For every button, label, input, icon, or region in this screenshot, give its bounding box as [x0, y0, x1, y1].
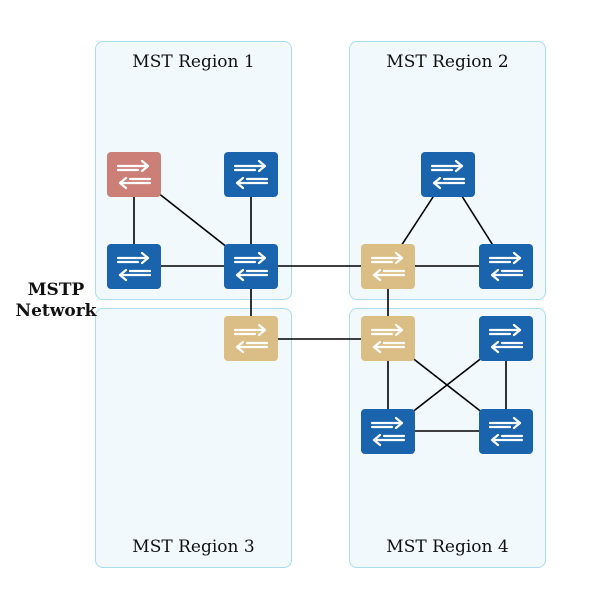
- network-label-line1: MSTP: [27, 280, 85, 300]
- region-label: MST Region 1: [132, 52, 255, 72]
- root-switch: [107, 152, 161, 197]
- bidirectional-arrows-icon: [233, 323, 269, 354]
- bidirectional-arrows-icon: [370, 416, 406, 447]
- switch: [107, 244, 161, 289]
- region-label: MST Region 4: [386, 537, 509, 557]
- mst-region-3: MST Region 3: [95, 308, 292, 568]
- bidirectional-arrows-icon: [370, 251, 406, 282]
- bidirectional-arrows-icon: [116, 251, 152, 282]
- mstp-network-label: MSTP Network: [14, 280, 98, 322]
- region-label: MST Region 3: [132, 537, 255, 557]
- bidirectional-arrows-icon: [488, 323, 524, 354]
- bidirectional-arrows-icon: [430, 159, 466, 190]
- bidirectional-arrows-icon: [488, 416, 524, 447]
- bidirectional-arrows-icon: [370, 323, 406, 354]
- switch: [479, 409, 533, 454]
- bidirectional-arrows-icon: [233, 251, 269, 282]
- bidirectional-arrows-icon: [116, 159, 152, 190]
- boundary-switch: [361, 244, 415, 289]
- boundary-switch: [224, 316, 278, 361]
- boundary-switch: [361, 316, 415, 361]
- switch: [224, 152, 278, 197]
- bidirectional-arrows-icon: [488, 251, 524, 282]
- network-label-line2: Network: [15, 301, 97, 321]
- switch: [479, 244, 533, 289]
- switch: [361, 409, 415, 454]
- switch: [224, 244, 278, 289]
- switch: [479, 316, 533, 361]
- switch: [421, 152, 475, 197]
- bidirectional-arrows-icon: [233, 159, 269, 190]
- region-label: MST Region 2: [386, 52, 509, 72]
